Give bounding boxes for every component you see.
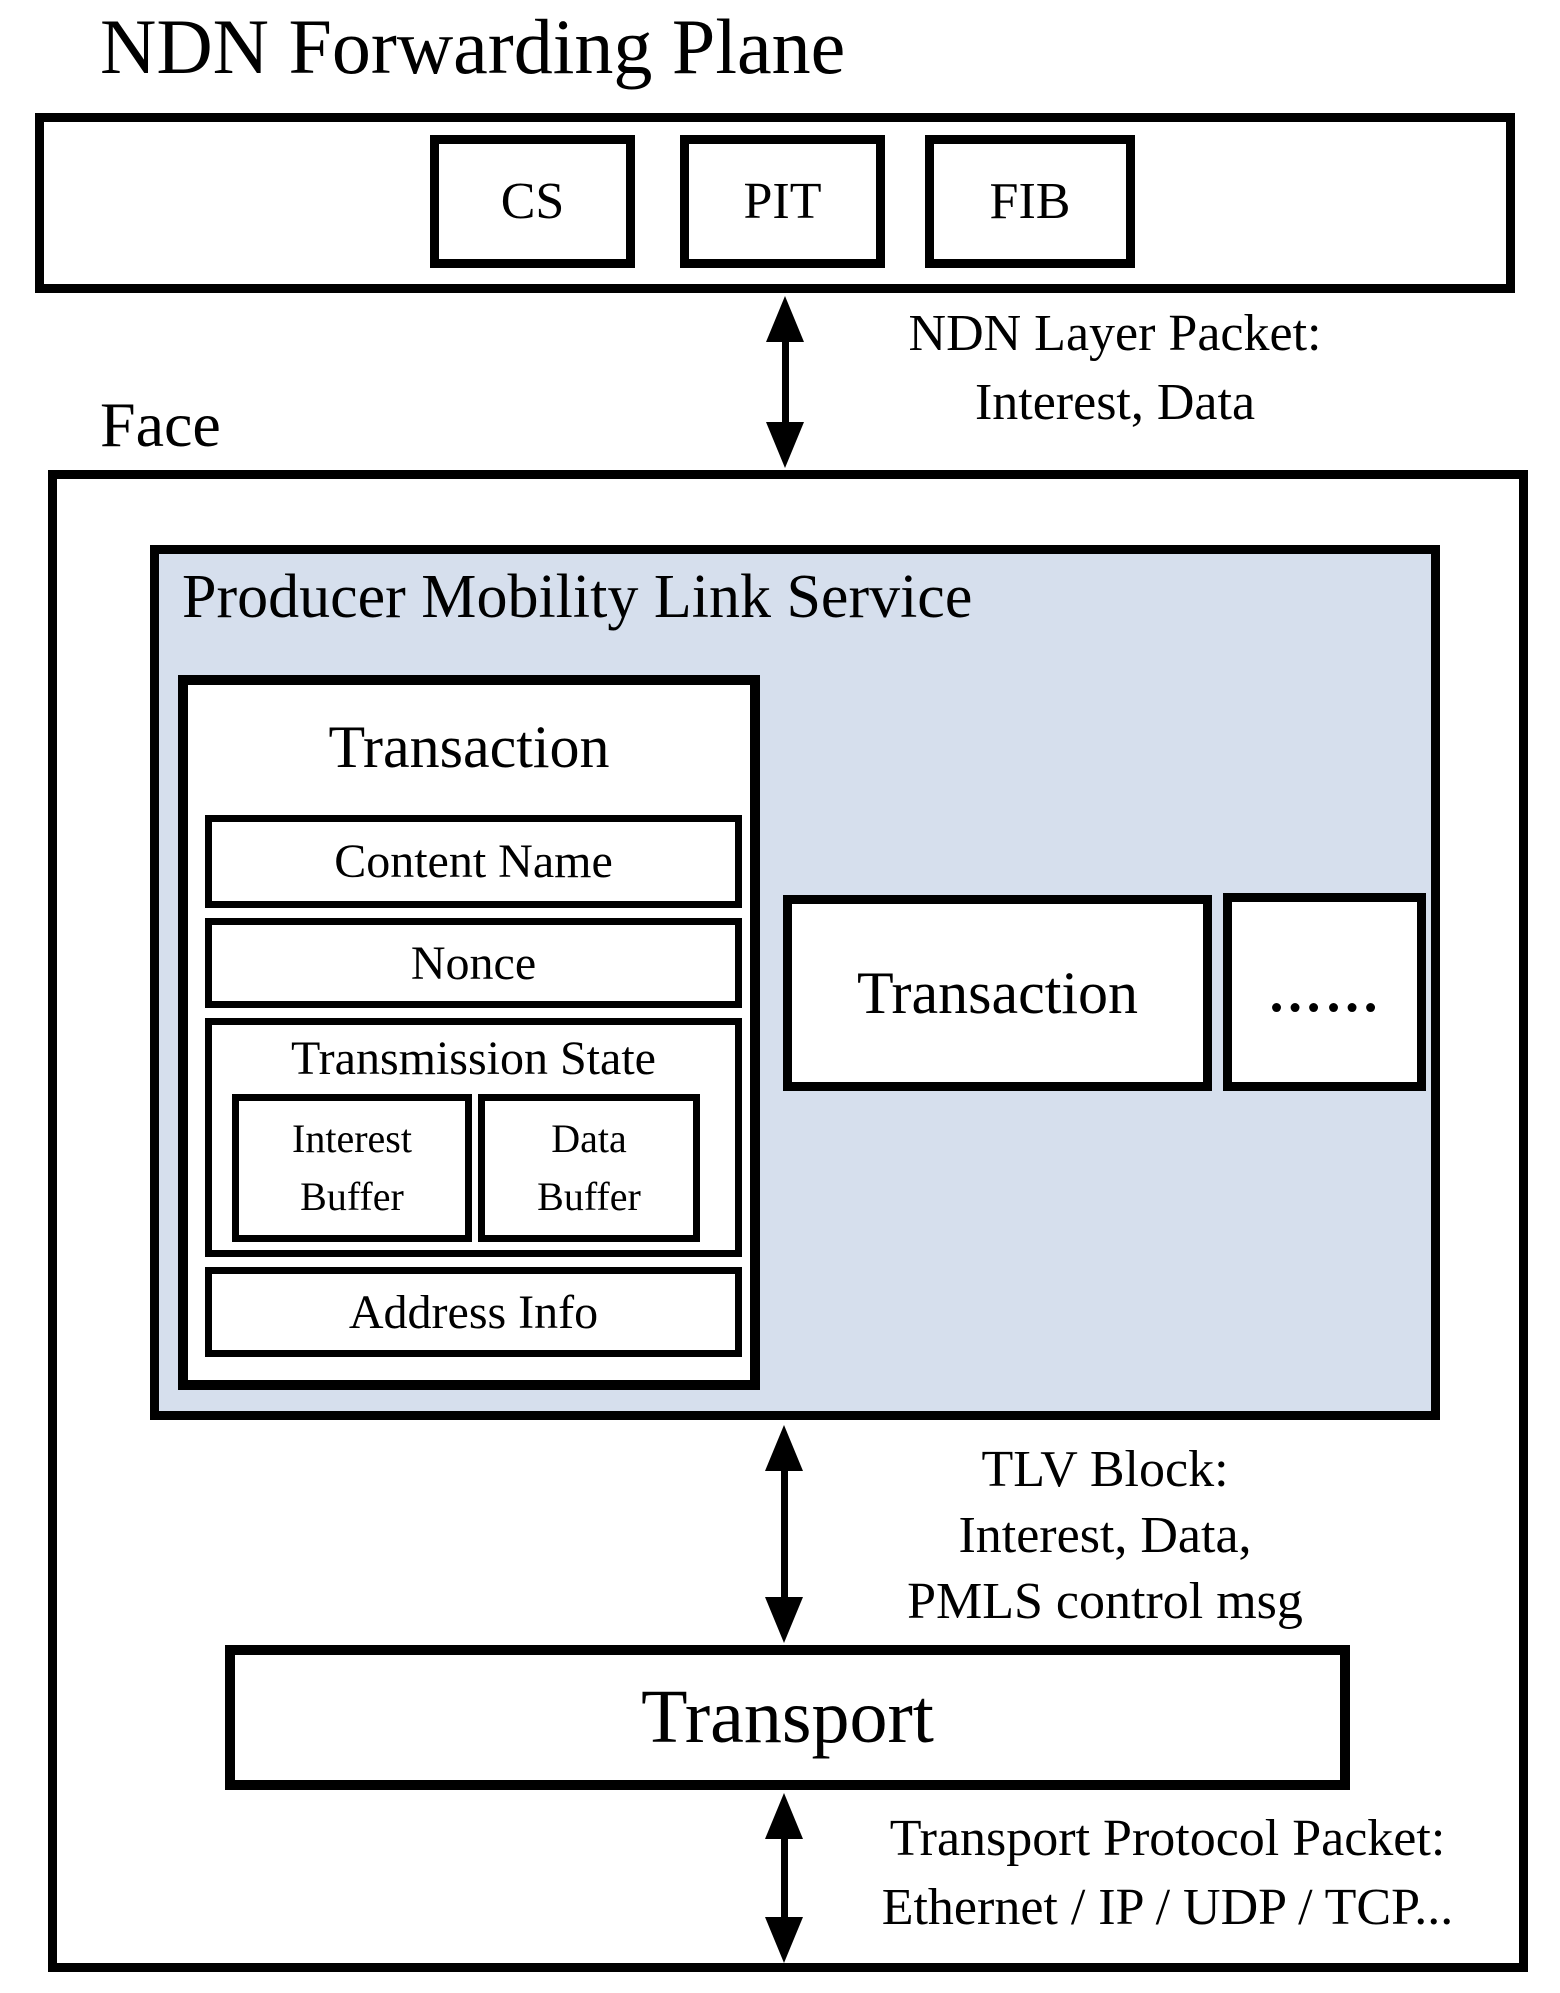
fib-label: FIB [989,173,1071,230]
data-buffer-box: Data Buffer [478,1094,700,1242]
content-name-label: Content Name [334,835,613,888]
ndn-layer-packet-line1: NDN Layer Packet: [908,305,1322,362]
face-box: Producer Mobility Link Service Transacti… [48,470,1528,1972]
forwarding-plane-box: CS PIT FIB [35,113,1515,293]
address-info-label: Address Info [348,1285,599,1339]
transaction-detail-title: Transaction [328,713,610,780]
transport-packet-line2: Ethernet / IP / UDP / TCP... [881,1878,1454,1936]
tlv-block-line3: PMLS control msg [907,1573,1303,1631]
more-transactions-box: …… [1223,893,1426,1091]
fib-box: FIB [925,135,1135,268]
transaction-other-label: Transaction [856,959,1139,1026]
transport-box: Transport [225,1645,1350,1790]
data-buffer-label: Data Buffer [537,1116,641,1219]
ndn-layer-packet-note: NDN Layer Packet: Interest, Data [880,300,1350,437]
transport-packet-line1: Transport Protocol Packet: [889,1810,1446,1867]
address-info-box: Address Info [205,1267,742,1357]
cs-label: CS [500,173,565,230]
transmission-state-title: Transmission State [291,1031,656,1085]
transaction-detail-box: Transaction Content Name Nonce Transmiss… [178,675,760,1390]
tlv-block-line1: TLV Block: [981,1441,1229,1498]
page-title: NDN Forwarding Plane [100,3,846,90]
tlv-block-note: TLV Block: Interest, Data, PMLS control … [880,1437,1330,1635]
tlv-block-line2: Interest, Data, [958,1507,1252,1565]
face-label: Face [100,389,221,460]
ellipsis-label: …… [1267,961,1382,1023]
interest-buffer-box: Interest Buffer [232,1094,472,1242]
pit-label: PIT [743,173,822,230]
ndn-layer-packet-line2: Interest, Data [974,373,1256,431]
nonce-label: Nonce [410,936,537,990]
transport-double-arrow-icon [765,1793,803,1963]
cs-box: CS [430,135,635,268]
pit-box: PIT [680,135,885,268]
pmls-title: Producer Mobility Link Service [182,563,973,631]
interest-buffer-label: Interest Buffer [292,1116,412,1219]
nonce-box: Nonce [205,918,742,1008]
transmission-state-box: Transmission State Interest Buffer Data … [205,1018,742,1257]
content-name-box: Content Name [205,815,742,908]
transaction-other-box: Transaction [783,895,1212,1091]
pmls-box: Producer Mobility Link Service Transacti… [150,545,1440,1420]
transport-packet-note: Transport Protocol Packet: Ethernet / IP… [835,1805,1500,1942]
transport-label: Transport [641,1675,934,1759]
tlv-double-arrow-icon [765,1425,803,1643]
ndn-double-arrow-icon [766,296,804,468]
